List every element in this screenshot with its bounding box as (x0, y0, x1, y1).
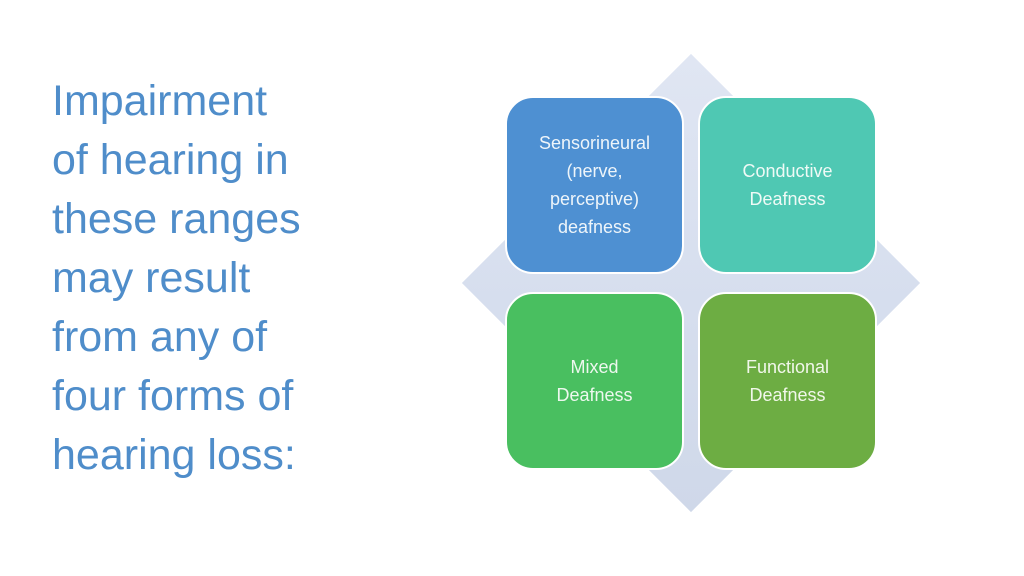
diagram-box-label: Mixed Deafness (556, 357, 633, 405)
slide-title-line: of hearing in (52, 136, 289, 184)
diagram-box-conductive-deafness: Conductive Deafness (698, 96, 877, 274)
slide-title-line: these ranges (52, 195, 301, 243)
slide-title-line: may result (52, 254, 251, 302)
slide-title-line: hearing loss: (52, 431, 296, 479)
diagram-box-label: Functional Deafness (745, 357, 830, 405)
diagram-box-label: Conductive Deafness (742, 161, 833, 209)
slide-title: Impairment of hearing in these ranges ma… (52, 72, 412, 485)
slide-title-line: from any of (52, 313, 268, 361)
diagram-box-mixed-deafness: Mixed Deafness (505, 292, 684, 470)
slide-title-line: four forms of (52, 372, 294, 420)
slide-title-line: Impairment (52, 77, 268, 125)
diagram-box-label: Sensorineural (nerve, perceptive) deafne… (538, 133, 651, 237)
diagram-box-functional-deafness: Functional Deafness (698, 292, 877, 470)
diagram-box-sensorineural-deafness: Sensorineural (nerve, perceptive) deafne… (505, 96, 684, 274)
